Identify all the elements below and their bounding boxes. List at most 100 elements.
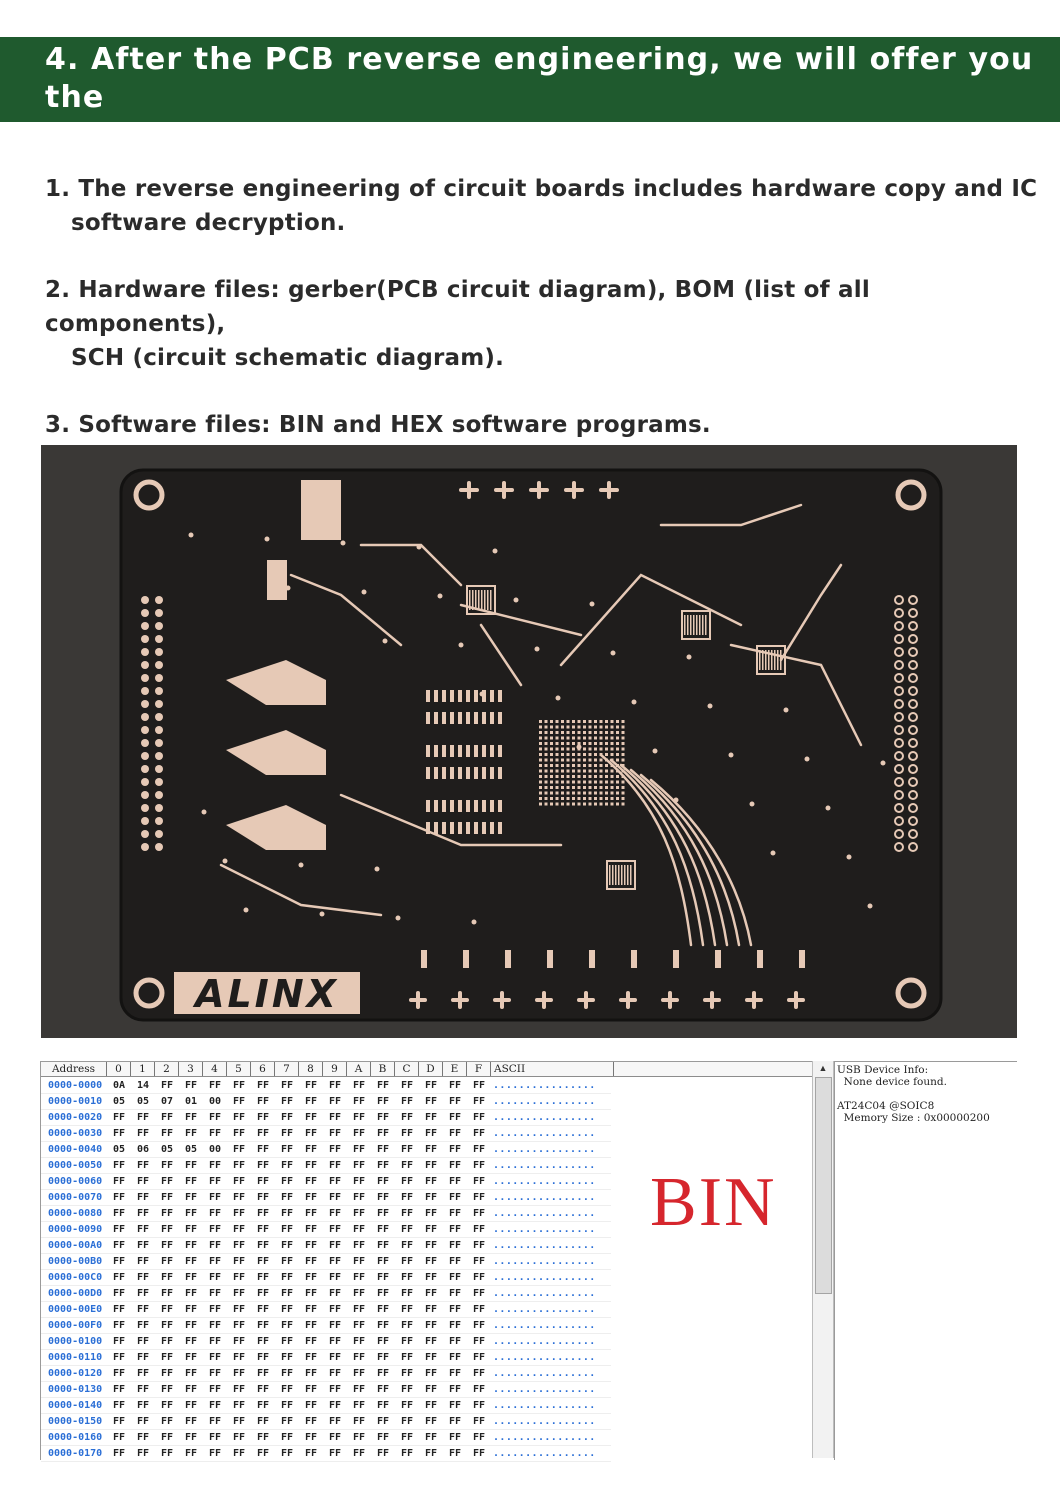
hex-byte[interactable]: FF — [184, 1368, 198, 1379]
hex-byte[interactable]: 05 — [112, 1096, 126, 1107]
hex-byte[interactable]: FF — [112, 1112, 126, 1123]
hex-byte[interactable]: FF — [208, 1368, 222, 1379]
hex-byte[interactable]: FF — [232, 1288, 246, 1299]
hex-byte[interactable]: FF — [160, 1176, 174, 1187]
hex-byte[interactable]: FF — [280, 1240, 294, 1251]
hex-byte[interactable]: FF — [232, 1272, 246, 1283]
hex-byte[interactable]: FF — [256, 1272, 270, 1283]
hex-byte[interactable]: FF — [160, 1128, 174, 1139]
hex-byte[interactable]: FF — [184, 1432, 198, 1443]
hex-byte[interactable]: FF — [400, 1192, 414, 1203]
hex-byte[interactable]: FF — [328, 1256, 342, 1267]
hex-byte[interactable]: FF — [376, 1144, 390, 1155]
hex-byte[interactable]: FF — [400, 1096, 414, 1107]
hex-byte[interactable]: FF — [352, 1224, 366, 1235]
hex-byte[interactable]: FF — [256, 1288, 270, 1299]
hex-byte[interactable]: FF — [424, 1352, 438, 1363]
hex-byte[interactable]: FF — [352, 1160, 366, 1171]
hex-byte[interactable]: FF — [136, 1176, 150, 1187]
hex-byte[interactable]: FF — [232, 1368, 246, 1379]
hex-byte[interactable]: FF — [352, 1304, 366, 1315]
hex-byte[interactable]: FF — [352, 1336, 366, 1347]
hex-byte[interactable]: FF — [112, 1352, 126, 1363]
hex-byte[interactable]: FF — [304, 1320, 318, 1331]
hex-byte[interactable]: FF — [136, 1384, 150, 1395]
hex-byte[interactable]: FF — [304, 1256, 318, 1267]
hex-byte[interactable]: FF — [424, 1224, 438, 1235]
hex-byte[interactable]: FF — [160, 1288, 174, 1299]
hex-byte[interactable]: FF — [160, 1448, 174, 1459]
hex-byte[interactable]: FF — [136, 1224, 150, 1235]
hex-byte[interactable]: FF — [472, 1160, 486, 1171]
hex-byte[interactable]: 14 — [136, 1080, 150, 1091]
hex-byte[interactable]: FF — [376, 1320, 390, 1331]
hex-byte[interactable]: FF — [160, 1256, 174, 1267]
hex-byte[interactable]: FF — [352, 1448, 366, 1459]
hex-byte[interactable]: 0A — [112, 1080, 126, 1091]
hex-byte[interactable]: FF — [352, 1240, 366, 1251]
hex-byte[interactable]: FF — [184, 1160, 198, 1171]
hex-byte[interactable]: FF — [160, 1320, 174, 1331]
hex-byte[interactable]: FF — [136, 1128, 150, 1139]
hex-byte[interactable]: FF — [376, 1336, 390, 1347]
hex-byte[interactable]: FF — [304, 1384, 318, 1395]
hex-byte[interactable]: FF — [112, 1192, 126, 1203]
hex-byte[interactable]: FF — [472, 1176, 486, 1187]
hex-byte[interactable]: FF — [400, 1224, 414, 1235]
hex-byte[interactable]: FF — [112, 1256, 126, 1267]
hex-byte[interactable]: FF — [304, 1096, 318, 1107]
hex-byte[interactable]: FF — [184, 1448, 198, 1459]
hex-byte[interactable]: FF — [472, 1192, 486, 1203]
hex-byte[interactable]: FF — [208, 1160, 222, 1171]
hex-byte[interactable]: FF — [448, 1240, 462, 1251]
hex-byte[interactable]: FF — [256, 1176, 270, 1187]
hex-byte[interactable]: 01 — [184, 1096, 198, 1107]
hex-byte[interactable]: FF — [232, 1112, 246, 1123]
hex-byte[interactable]: FF — [448, 1432, 462, 1443]
hex-byte[interactable]: FF — [328, 1416, 342, 1427]
hex-byte[interactable]: FF — [424, 1288, 438, 1299]
hex-byte[interactable]: FF — [352, 1320, 366, 1331]
hex-byte[interactable]: FF — [136, 1288, 150, 1299]
hex-byte[interactable]: FF — [424, 1240, 438, 1251]
hex-byte[interactable]: FF — [184, 1320, 198, 1331]
hex-byte[interactable]: FF — [424, 1384, 438, 1395]
hex-byte[interactable]: FF — [352, 1256, 366, 1267]
hex-byte[interactable]: FF — [472, 1112, 486, 1123]
hex-byte[interactable]: FF — [424, 1336, 438, 1347]
hex-byte[interactable]: FF — [328, 1304, 342, 1315]
hex-byte[interactable]: FF — [136, 1400, 150, 1411]
hex-byte[interactable]: FF — [208, 1112, 222, 1123]
hex-byte[interactable]: 05 — [112, 1144, 126, 1155]
hex-byte[interactable]: FF — [376, 1272, 390, 1283]
hex-byte[interactable]: FF — [376, 1400, 390, 1411]
hex-byte[interactable]: FF — [112, 1416, 126, 1427]
hex-byte[interactable]: FF — [472, 1336, 486, 1347]
hex-byte[interactable]: FF — [232, 1352, 246, 1363]
hex-byte[interactable]: FF — [208, 1128, 222, 1139]
hex-byte[interactable]: FF — [304, 1336, 318, 1347]
hex-byte[interactable]: FF — [376, 1352, 390, 1363]
hex-byte[interactable]: FF — [304, 1352, 318, 1363]
hex-byte[interactable]: FF — [184, 1112, 198, 1123]
hex-byte[interactable]: FF — [424, 1432, 438, 1443]
hex-byte[interactable]: FF — [280, 1112, 294, 1123]
hex-byte[interactable]: FF — [304, 1144, 318, 1155]
hex-byte[interactable]: FF — [232, 1192, 246, 1203]
hex-byte[interactable]: FF — [160, 1416, 174, 1427]
hex-byte[interactable]: FF — [208, 1272, 222, 1283]
hex-byte[interactable]: FF — [280, 1160, 294, 1171]
hex-byte[interactable]: FF — [376, 1240, 390, 1251]
hex-byte[interactable]: FF — [112, 1272, 126, 1283]
hex-byte[interactable]: FF — [472, 1432, 486, 1443]
hex-byte[interactable]: FF — [424, 1096, 438, 1107]
hex-byte[interactable]: FF — [208, 1448, 222, 1459]
hex-byte[interactable]: FF — [472, 1368, 486, 1379]
